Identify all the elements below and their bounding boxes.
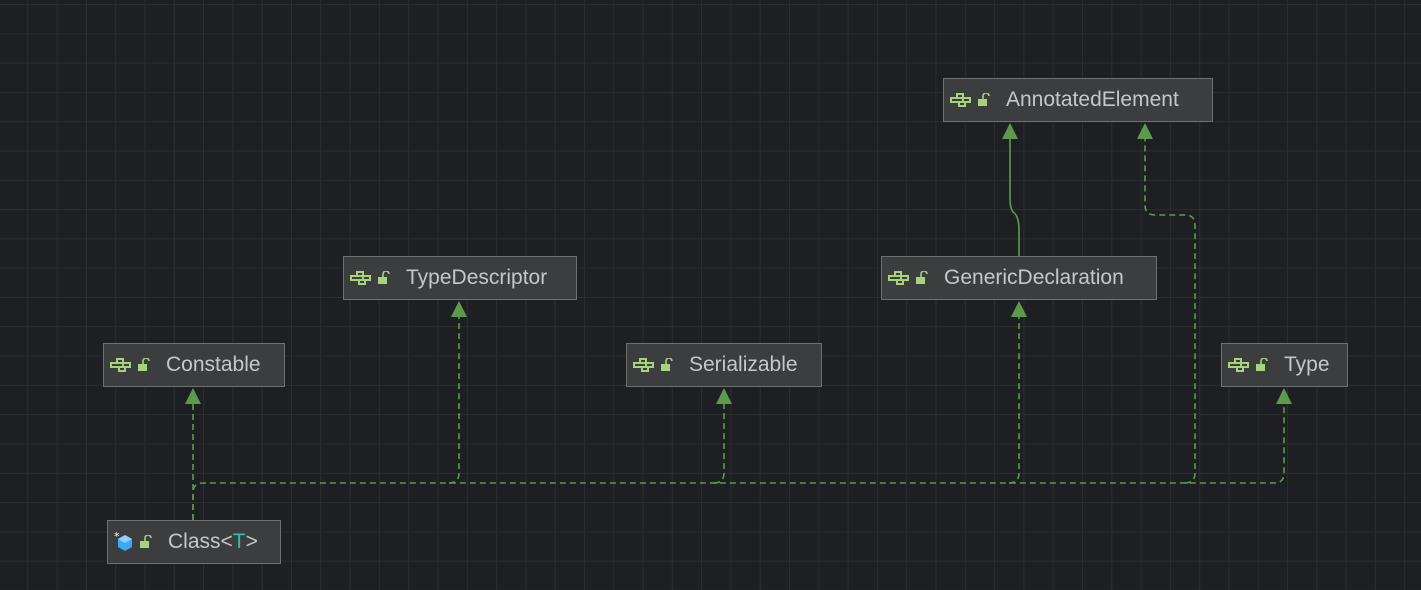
edge-class-to-typedescriptor [448, 314, 460, 484]
interface-icon [1228, 357, 1250, 373]
svg-text:*: * [114, 531, 120, 543]
node-generic-declaration[interactable]: GenericDeclaration [881, 256, 1157, 300]
edge-class-to-annotated [1144, 136, 1196, 484]
arrowhead [1137, 123, 1153, 139]
public-lock-icon [660, 357, 674, 373]
type-param-open: < [220, 530, 233, 553]
interface-icon [888, 270, 910, 286]
arrowhead [1011, 301, 1027, 317]
interface-icon [350, 270, 372, 286]
arrowhead [716, 388, 732, 404]
public-lock-icon [139, 534, 153, 550]
node-name: Class<T> [168, 530, 258, 554]
public-lock-icon [915, 270, 929, 286]
node-constable[interactable]: Constable [103, 343, 285, 387]
node-name: Serializable [689, 353, 798, 376]
public-lock-icon [137, 357, 151, 373]
arrowhead [185, 388, 201, 404]
interface-icon [950, 92, 972, 108]
public-lock-icon [377, 270, 391, 286]
node-name: TypeDescriptor [406, 266, 548, 289]
node-name: GenericDeclaration [944, 266, 1124, 289]
public-lock-icon [977, 92, 991, 108]
node-class[interactable]: * Class<T> [107, 520, 281, 564]
type-param: T [232, 530, 246, 553]
arrowhead [451, 301, 467, 317]
node-annotated-element[interactable]: AnnotatedElement [943, 78, 1213, 122]
type-param-close: > [245, 530, 258, 553]
public-lock-icon [1255, 357, 1269, 373]
interface-icon [633, 357, 655, 373]
node-type[interactable]: Type [1221, 343, 1348, 387]
node-name: AnnotatedElement [1006, 88, 1179, 111]
node-serializable[interactable]: Serializable [626, 343, 822, 387]
node-name: Type [1284, 353, 1330, 376]
node-type-descriptor[interactable]: TypeDescriptor [343, 256, 577, 300]
node-name: Constable [166, 353, 261, 376]
class-name: Class [168, 530, 221, 553]
edge-class-to-serializable [713, 402, 725, 484]
edge-generic-to-annotated [1009, 136, 1020, 256]
arrowhead [1276, 388, 1292, 404]
arrowhead [1002, 123, 1018, 139]
edge-class-to-generic [1008, 314, 1020, 484]
edge-class-trunk [192, 402, 1285, 520]
interface-icon [110, 357, 132, 373]
class-icon: * [114, 531, 134, 553]
